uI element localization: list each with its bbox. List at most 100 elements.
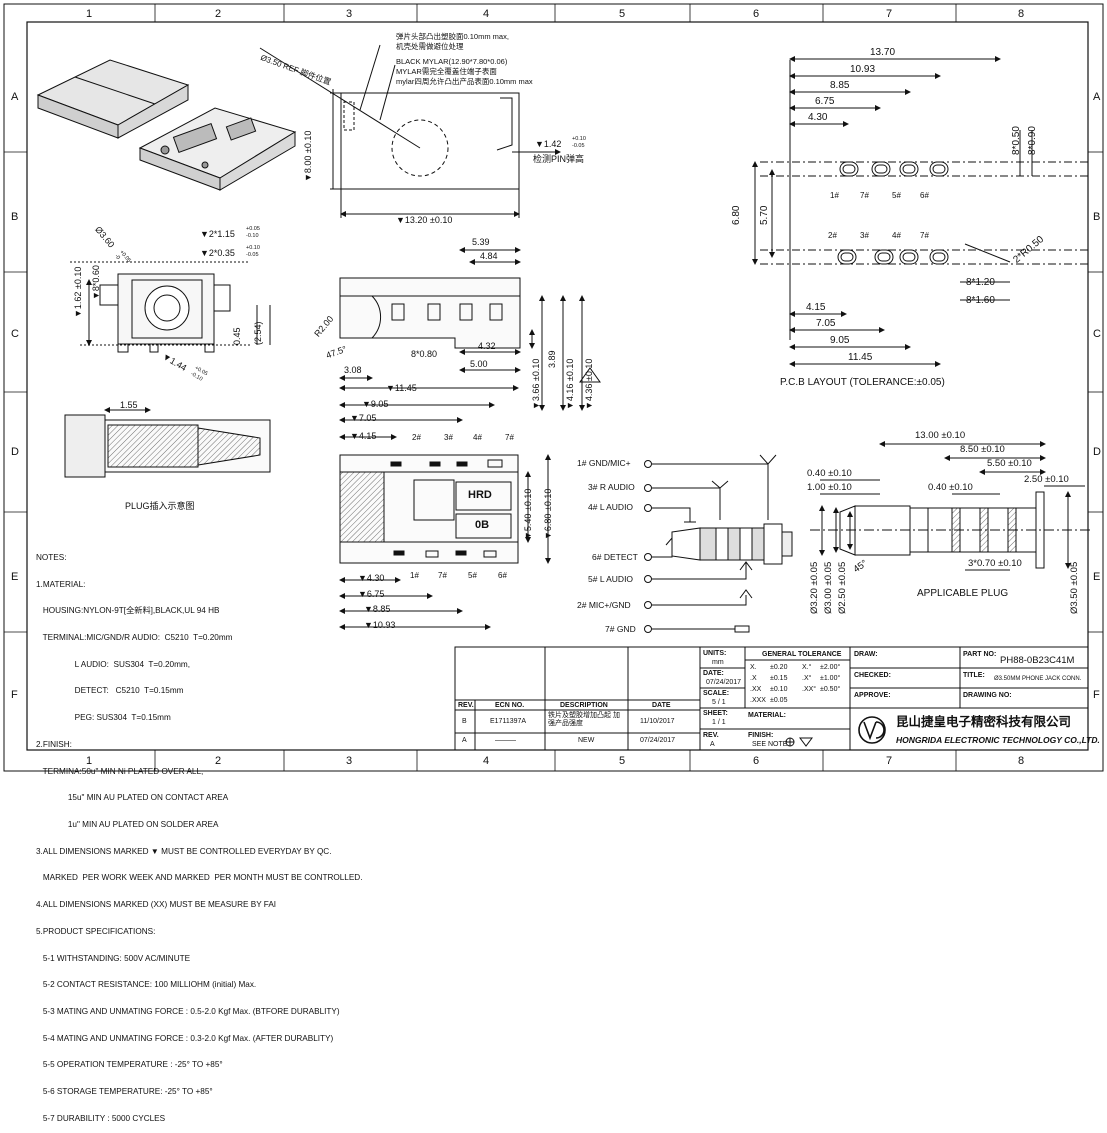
- note-line: 5-3 MATING AND UNMATING FORCE : 0.5-2.0 …: [36, 1007, 340, 1017]
- col-label-8b: 8: [1018, 755, 1025, 767]
- draw-label: DRAW:: [854, 651, 878, 658]
- dim-142-tol-dn: -0.05: [572, 143, 585, 149]
- dim-389: 3.89: [547, 350, 557, 368]
- col-label-1b: 1: [86, 755, 93, 767]
- material-label: MATERIAL:: [748, 712, 786, 719]
- finish-value: SEE NOTE: [752, 741, 788, 748]
- dim-432: 4.32: [478, 341, 496, 351]
- rev-row-b-rev: B: [462, 718, 467, 725]
- marking-0b: 0B: [475, 519, 490, 531]
- row-label-a-r: A: [1093, 91, 1101, 103]
- checked-label: CHECKED:: [854, 672, 891, 679]
- applicable-plug-caption: APPLICABLE PLUG: [917, 588, 1009, 599]
- tol-r1-c3: ±1.00°: [820, 675, 841, 682]
- tol-r2-c2: .XX°: [802, 686, 817, 693]
- note-mylar-3: mylar四周允许凸出产品表面0.10mm max: [396, 77, 533, 86]
- note-line: 5-4 MATING AND UNMATING FORCE : 0.3-2.0 …: [36, 1033, 334, 1043]
- dim-416: ▼4.16 ±0.10: [565, 358, 575, 410]
- col-label-2: 2: [215, 8, 222, 20]
- row-label-f: F: [11, 689, 18, 701]
- tol-r0-c0: X.: [750, 664, 757, 671]
- tol-r2-c1: ±0.10: [770, 686, 788, 693]
- note-spring-2: 机壳处需做避位处理: [396, 42, 464, 51]
- col-label-4: 4: [483, 8, 490, 20]
- dim-1145: ▼11.45: [386, 383, 417, 393]
- pin-top-2: 2#: [412, 433, 421, 442]
- tol-r3-c0: .XXX: [750, 697, 766, 704]
- pin-bot-6: 6#: [498, 571, 507, 580]
- tol-r1-c0: .X: [750, 675, 757, 682]
- dim-905: ▼9.05: [362, 399, 389, 409]
- plug-dim-3x070: 3*0.70 ±0.10: [968, 558, 1022, 569]
- dim-800: ▼8.00 ±0.10: [303, 130, 313, 182]
- col-label-7: 7: [886, 8, 893, 20]
- tol-r0-c1: ±0.20: [770, 664, 788, 671]
- sheet-value: 1 / 1: [712, 719, 726, 726]
- dim-1093: ▼10.93: [364, 620, 396, 630]
- note-line: 5-6 STORAGE TEMPERATURE: -25° TO +85°: [36, 1087, 213, 1097]
- note-line: 5.PRODUCT SPECIFICATIONS:: [36, 926, 156, 936]
- dim-142: ▼1.42: [535, 139, 562, 149]
- note-spring-1: 弹片头部凸出塑胶面0.10mm max,: [396, 32, 509, 41]
- dim-162: ▼1.62 ±0.10: [73, 266, 83, 318]
- tol-r0-c3: ±2.00°: [820, 664, 841, 671]
- rev-head-desc: DESCRIPTION: [560, 702, 608, 709]
- pcb-dim-415: 4.15: [806, 302, 826, 313]
- top-view: [259, 44, 561, 218]
- note-line: 3.ALL DIMENSIONS MARKED ▼ MUST BE CONTRO…: [36, 846, 332, 856]
- note-line: 5-7 DURABILITY : 5000 CYCLES: [36, 1113, 166, 1123]
- tol-r1-c1: ±0.15: [770, 675, 788, 682]
- pcb-caption: P.C.B LAYOUT (TOLERANCE:±0.05): [780, 377, 945, 388]
- pcb-pad-6: 6#: [920, 191, 929, 200]
- col-label-5b: 5: [619, 755, 626, 767]
- units-label: UNITS:: [703, 650, 727, 657]
- pin-top-7: 7#: [505, 433, 514, 442]
- pcb-dim-430: 4.30: [808, 112, 828, 123]
- dim-885: ▼8.85: [364, 604, 391, 614]
- pcb-dim-8x050: 8*0.50: [1011, 126, 1022, 155]
- row-label-c: C: [11, 328, 19, 340]
- note-line: 1u" MIN AU PLATED ON SOLDER AREA: [36, 820, 219, 829]
- pcb-dim-680: 6.80: [731, 205, 742, 225]
- rev-row-b-ecn: E1711397A: [490, 718, 527, 725]
- note-line: 2.FINISH:: [36, 739, 72, 749]
- dim-8x060: ▼8*0.60: [91, 265, 101, 300]
- dim-484: 4.84: [480, 251, 498, 261]
- schematic: [644, 454, 793, 633]
- note-line: 15u" MIN AU PLATED ON CONTACT AREA: [36, 793, 229, 803]
- rev-head-rev: REV.: [458, 702, 474, 709]
- plug-caption: PLUG插入示意图: [125, 501, 195, 511]
- plug-dim-040b: 0.40 ±0.10: [928, 482, 973, 493]
- dim-539: 5.39: [472, 237, 490, 247]
- tol-r0-c2: X.°: [802, 664, 812, 671]
- note-line: 4.ALL DIMENSIONS MARKED (XX) MUST BE MEA…: [36, 900, 277, 910]
- note-line: TERMINA:50u" MIN Ni PLATED OVER ALL,: [36, 766, 204, 776]
- dim-500: 5.00: [470, 359, 488, 369]
- pcb-pad-5: 5#: [892, 191, 901, 200]
- note-line: TERMINAL:MIC/GND/R AUDIO: C5210 T=0.20mm: [36, 632, 233, 642]
- date-value: 07/24/2017: [706, 679, 742, 686]
- title-block-grid: [454, 646, 1089, 751]
- note-mylar-2: MYLAR需完全覆盖住端子表面: [396, 67, 497, 76]
- dim-705: ▼7.05: [350, 413, 377, 423]
- rev-head-date: DATE: [652, 702, 671, 709]
- company-name-en: HONGRIDA ELECTRONIC TECHNOLOGY CO.,LTD.: [896, 735, 1100, 745]
- pcb-dim-675: 6.75: [815, 96, 835, 107]
- pcb-pad-2: 2#: [828, 231, 837, 240]
- note-line: 5-5 OPERATION TEMPERATURE : -25° TO +85°: [36, 1060, 223, 1070]
- plug-dim-dia250: Ø2.50 ±0.05: [837, 561, 848, 614]
- col-label-5: 5: [619, 8, 626, 20]
- rev-value: A: [710, 741, 715, 748]
- note-line: HOUSING:NYLON-9T[全新料],BLACK,UL 94 HB: [36, 606, 220, 616]
- dim-308: 3.08: [344, 365, 362, 375]
- tol-r3-c1: ±0.05: [770, 697, 788, 704]
- col-label-8: 8: [1018, 8, 1025, 20]
- pin-bot-7: 7#: [438, 571, 447, 580]
- plug-dim-100: 1.00 ±0.10: [807, 482, 852, 493]
- pcb-dim-1093: 10.93: [850, 64, 876, 75]
- detect-pin-label: 检测PIN弹高: [533, 154, 585, 164]
- plug-dim-1300: 13.00 ±0.10: [915, 430, 966, 441]
- dim-142-tol-up: +0.10: [572, 136, 586, 142]
- units-value: mm: [712, 659, 724, 666]
- scale-value: 5 / 1: [712, 699, 726, 706]
